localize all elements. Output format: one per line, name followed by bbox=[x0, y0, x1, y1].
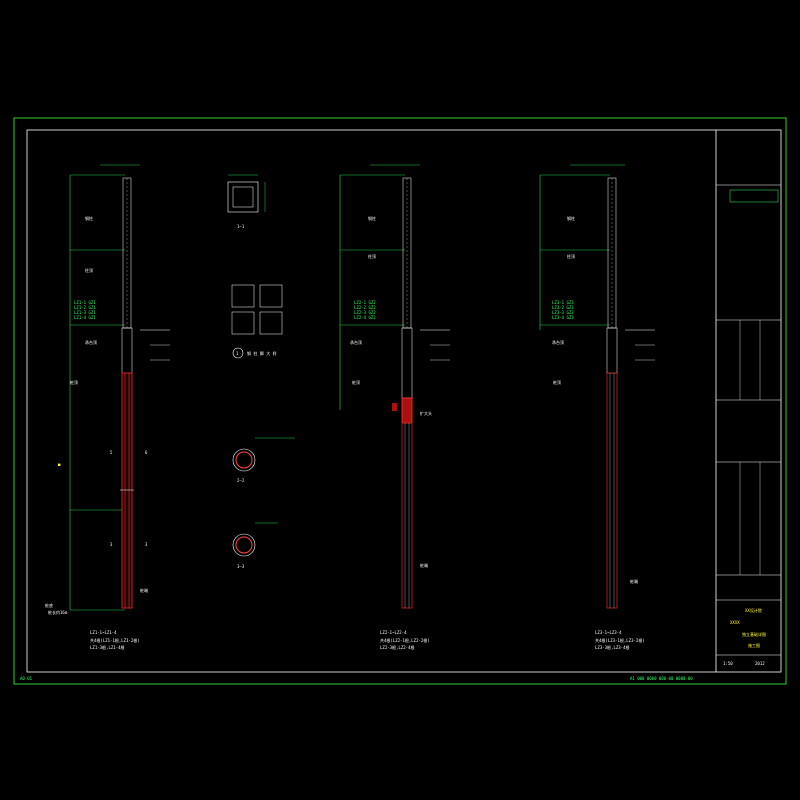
svg-text:桩端: 桩端 bbox=[140, 587, 148, 593]
title-block-drawing-title: 独立基础详图 bbox=[742, 631, 766, 637]
svg-text:柱顶: 柱顶 bbox=[368, 253, 376, 259]
column-1-bottom-note: 桩长约16m bbox=[48, 609, 68, 615]
svg-text:桩顶: 桩顶 bbox=[553, 379, 561, 385]
title-block-scale: 1:50 bbox=[723, 661, 733, 666]
pile-column-1: LZ1-1 GZ1 LZ1-2 GZ1 LZ1-3 GZ1 LZ1-4 GZ1 … bbox=[45, 164, 170, 650]
svg-text:钢柱: 钢柱 bbox=[567, 215, 575, 221]
svg-text:柱顶: 柱顶 bbox=[567, 253, 575, 259]
title-block-stage: 施工图 bbox=[748, 642, 760, 648]
title-block-company: XX设计院 bbox=[745, 607, 762, 613]
inner-frame bbox=[26, 129, 782, 673]
section-2-2-label: 2—2 bbox=[237, 478, 245, 483]
column-2-note-line-2: LZ2-3根,LZ2-4根 bbox=[380, 644, 415, 650]
svg-text:LZ3-4 GZ3: LZ3-4 GZ3 bbox=[552, 315, 574, 320]
svg-text:LZ3-3 GZ3: LZ3-3 GZ3 bbox=[552, 310, 574, 315]
svg-text:LZ1-1 GZ1: LZ1-1 GZ1 bbox=[74, 300, 96, 305]
svg-text:桩端: 桩端 bbox=[420, 562, 428, 568]
svg-text:LZ3-2 GZ3: LZ3-2 GZ3 bbox=[552, 305, 574, 310]
svg-text:桩底: 桩底 bbox=[45, 602, 53, 608]
svg-text:钢柱: 钢柱 bbox=[368, 215, 376, 221]
svg-text:钢柱: 钢柱 bbox=[85, 215, 93, 221]
title-block-date: 2012 bbox=[755, 661, 765, 666]
col1-side-mark: ■ bbox=[58, 462, 61, 467]
svg-text:3: 3 bbox=[145, 542, 148, 547]
svg-text:承台顶: 承台顶 bbox=[350, 339, 362, 345]
svg-text:承台顶: 承台顶 bbox=[85, 339, 97, 345]
pile-red-segment bbox=[401, 397, 413, 424]
svg-text:LZ2-1 GZ2: LZ2-1 GZ2 bbox=[354, 300, 376, 305]
detail-number: 1 bbox=[236, 351, 239, 356]
svg-text:LZ2-2 GZ2: LZ2-2 GZ2 bbox=[354, 305, 376, 310]
svg-text:6: 6 bbox=[145, 450, 148, 455]
section-1-1-label: 1—1 bbox=[237, 224, 245, 229]
column-3-caption: LZ3-1~LZ3-4 bbox=[595, 630, 622, 635]
svg-text:扩大头: 扩大头 bbox=[420, 410, 432, 416]
pile-column-2: LZ2-1 GZ2 LZ2-2 GZ2 LZ2-3 GZ2 LZ2-4 GZ2 … bbox=[339, 164, 450, 650]
svg-text:桩端: 桩端 bbox=[630, 578, 638, 584]
footer-left: A0-01 bbox=[20, 676, 33, 681]
pile-body bbox=[121, 372, 133, 609]
footer-right: A1 000 0000 000-00 0000-00 bbox=[630, 676, 693, 681]
section-1-1: 1—1 bbox=[227, 174, 266, 229]
svg-text:LZ1-3 GZ1: LZ1-3 GZ1 bbox=[74, 310, 96, 315]
section-2-2: 2—2 bbox=[232, 437, 295, 483]
svg-text:LZ1-4 GZ1: LZ1-4 GZ1 bbox=[74, 315, 96, 320]
title-block-project: XXXX bbox=[730, 620, 740, 625]
column-base-detail: 1 钢 柱 脚 大 样 bbox=[231, 284, 283, 359]
svg-text:LZ2-3 GZ2: LZ2-3 GZ2 bbox=[354, 310, 376, 315]
svg-text:LZ3-1 GZ3: LZ3-1 GZ3 bbox=[552, 300, 574, 305]
svg-text:桩顶: 桩顶 bbox=[352, 379, 360, 385]
pile-column-3: LZ3-1 GZ3 LZ3-2 GZ3 LZ3-3 GZ3 LZ3-4 GZ3 … bbox=[539, 164, 655, 650]
svg-text:LZ2-4 GZ2: LZ2-4 GZ2 bbox=[354, 315, 376, 320]
svg-text:3: 3 bbox=[110, 542, 113, 547]
column-1-note-line-2: LZ1-3根,LZ1-4根 bbox=[90, 644, 125, 650]
svg-text:LZ1-2 GZ1: LZ1-2 GZ1 bbox=[74, 305, 96, 310]
column-3-note-line-2: LZ3-3根,LZ3-4根 bbox=[595, 644, 630, 650]
svg-text:柱顶: 柱顶 bbox=[85, 267, 93, 273]
section-3-3: 3—3 bbox=[232, 522, 278, 569]
column-2-caption: LZ2-1~LZ2-4 bbox=[380, 630, 407, 635]
outer-frame bbox=[13, 117, 787, 685]
column-3-note-line-1: 共4根(LZ3-1根,LZ3-2根) bbox=[595, 637, 645, 643]
column-2-note-line-1: 共4根(LZ2-1根,LZ2-2根) bbox=[380, 637, 430, 643]
column-1-note-line-1: 共4根(LZ1-1根,LZ1-2根) bbox=[90, 637, 140, 643]
title-block: XX设计院 XXXX 独立基础详图 施工图 1:50 2012 bbox=[716, 184, 781, 666]
svg-text:桩顶: 桩顶 bbox=[70, 379, 78, 385]
svg-text:承台顶: 承台顶 bbox=[552, 339, 564, 345]
svg-text:5: 5 bbox=[110, 450, 113, 455]
detail-title: 钢 柱 脚 大 样 bbox=[247, 350, 277, 356]
section-3-3-label: 3—3 bbox=[237, 564, 245, 569]
column-1-caption: LZ1-1~LZ1-4 bbox=[90, 630, 117, 635]
